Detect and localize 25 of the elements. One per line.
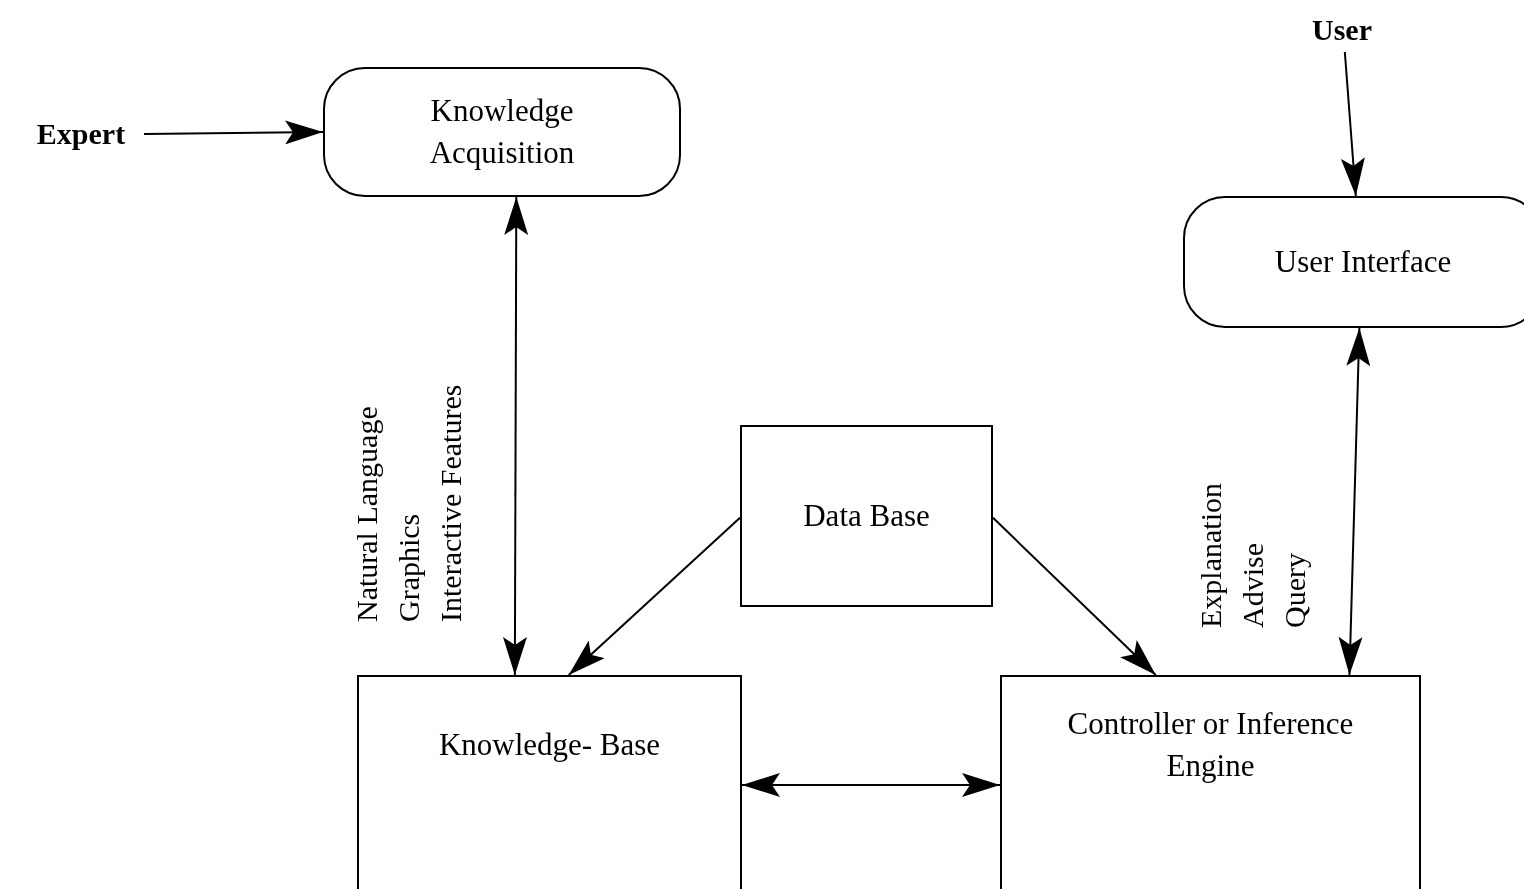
arrow — [1340, 51, 1365, 197]
process-box — [357, 675, 742, 889]
edge-note: Explanation — [1196, 483, 1226, 628]
process-box — [740, 425, 993, 607]
rounded-process-box — [323, 67, 681, 197]
edge-note: Query — [1280, 553, 1310, 628]
edge-note: Graphics — [394, 513, 424, 622]
node-label: Data Base — [802, 497, 931, 536]
arrow — [1338, 327, 1371, 676]
node-label: Knowledge Acquisition — [428, 92, 576, 172]
edge-note: Advise — [1238, 543, 1268, 628]
arrow — [502, 196, 529, 676]
actor-label: User — [1312, 11, 1372, 48]
actor-label: Expert — [36, 115, 126, 152]
process-box — [1000, 675, 1421, 889]
edge-note: Natural Language — [352, 406, 382, 622]
arrow — [567, 516, 741, 676]
edge-note: Interactive Features — [436, 384, 466, 622]
arrow — [143, 120, 324, 145]
arrow — [741, 773, 1001, 797]
node-label: User Interface — [1273, 243, 1453, 282]
node-label: Controller or Inference Engine — [1066, 705, 1355, 785]
arrow — [992, 516, 1157, 676]
node-label: Knowledge- Base — [437, 726, 662, 765]
rounded-process-box — [1183, 196, 1524, 328]
